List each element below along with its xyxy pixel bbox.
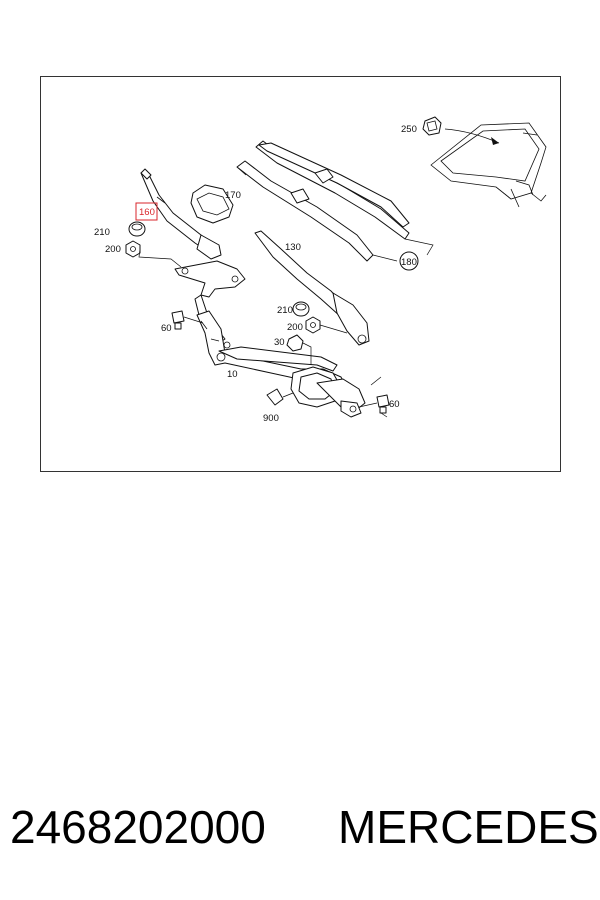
callout-160: 160	[139, 207, 155, 218]
brand-name-text: MERCEDES	[338, 801, 599, 853]
wiper-system-exploded-diagram: 250 170 160 210 200 130 180 210 200 60 3…	[94, 116, 547, 424]
leader-200-right	[319, 324, 348, 334]
arrow-250-line	[444, 128, 500, 144]
callout-160-highlight-box	[135, 202, 158, 221]
part-210-cap-left-icon	[128, 221, 146, 237]
callout-180-circle	[399, 251, 419, 271]
arrow-250-head	[491, 137, 499, 145]
part-30-washer-icon	[286, 334, 304, 352]
part-60-bolt-left-icon	[171, 310, 185, 330]
part-900-wiper-motor-icon	[266, 366, 366, 418]
part-number-text: 2468202000	[10, 801, 266, 853]
callout-60-left: 60	[161, 323, 172, 334]
leader-60-right	[358, 402, 378, 408]
callout-200-right: 200	[287, 322, 303, 333]
callout-210-right: 210	[277, 305, 293, 316]
part-250-clip-icon	[422, 116, 442, 136]
part-60-bolt-right-icon	[376, 394, 390, 414]
part-130-wiper-arm-icon	[254, 230, 370, 346]
callout-30: 30	[274, 337, 285, 348]
callout-180: 180	[401, 257, 417, 268]
leader-misc	[370, 376, 388, 418]
callout-60-right: 60	[389, 399, 400, 410]
callout-250: 250	[401, 124, 417, 135]
part-200-nut-right-icon	[305, 316, 321, 334]
part-200-nut-left-icon	[125, 240, 141, 258]
callout-170: 170	[225, 190, 241, 201]
callout-900: 900	[263, 413, 279, 424]
part-180-wiper-blade-icon	[236, 140, 410, 240]
leader-200-left	[138, 248, 182, 268]
leader-60-left	[183, 316, 204, 324]
parts-diagram-frame: 250 170 160 210 200 130 180 210 200 60 3…	[40, 76, 561, 472]
callout-10: 10	[227, 369, 238, 380]
part-160-wiper-arm-icon	[140, 168, 222, 260]
part-210-cap-right-icon	[292, 301, 310, 317]
callout-200-left: 200	[105, 244, 121, 255]
callout-210-left: 210	[94, 227, 110, 238]
windshield-inset-icon	[430, 122, 547, 208]
callout-130: 130	[285, 242, 301, 253]
leader-180	[372, 238, 434, 262]
part-170-cover-icon	[190, 184, 234, 224]
leader-30	[302, 342, 312, 365]
